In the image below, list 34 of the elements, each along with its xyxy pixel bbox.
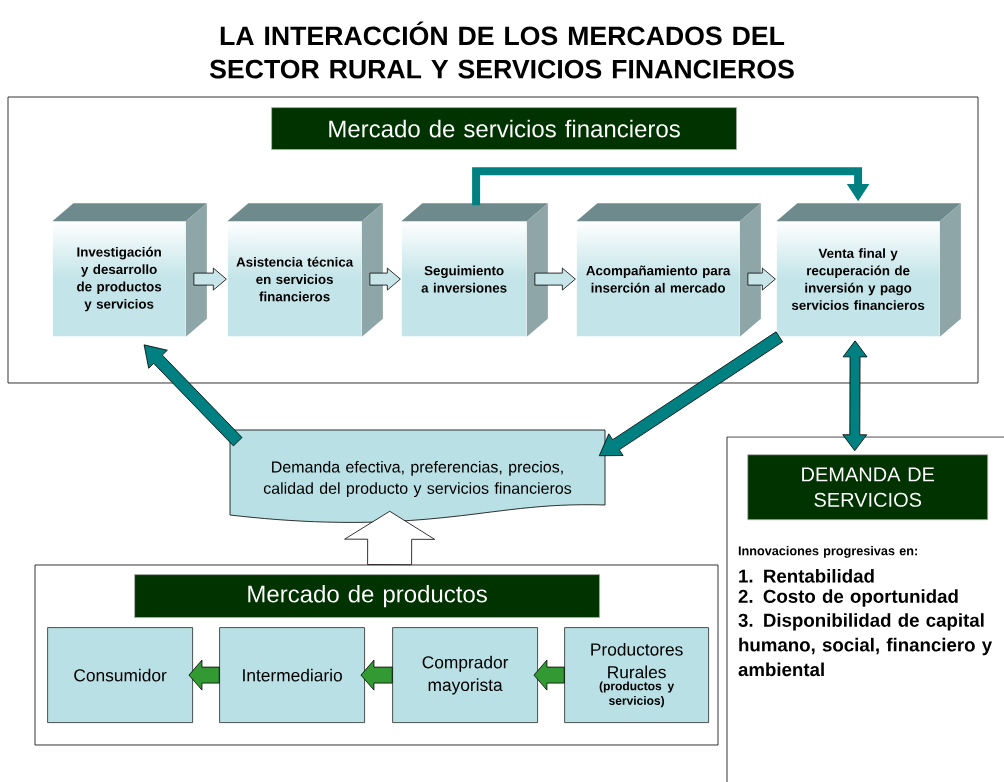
cube: Acompañamiento para inserción al mercado	[576, 203, 761, 337]
diagonal-arrow	[598, 331, 784, 457]
list-item: 2. Costo de oportunidad	[738, 589, 958, 607]
title: LA INTERACCIÓN DE LOS MERCADOS DEL SECTOR RURAL Y SERVICIOS FINANCIEROS	[209, 21, 794, 79]
node-label: Seguimiento a inversiones	[421, 265, 507, 293]
header-band: Mercado de servicios financieros	[271, 107, 737, 150]
block-arrow	[188, 659, 220, 691]
node-label: Venta final y recuperación de inversión y pago servicios financieros	[791, 248, 925, 310]
light-arrow	[747, 267, 776, 291]
header-band: DEMANDA DE SERVICIOS	[747, 454, 989, 521]
list-item: 1. Rentabilidad	[739, 569, 874, 583]
banner: Demanda efectiva, preferencias, precios, calidad del producto y servicios financieros	[229, 429, 606, 523]
block-arrow	[533, 659, 565, 691]
intro-text: Innovaciones progresivas en:	[738, 546, 917, 558]
market-box: Consumidor	[47, 627, 193, 723]
hollow-arrow	[344, 510, 436, 566]
node-label: Asistencia técnica en servicios financieros	[236, 256, 354, 302]
cube: Venta final y recuperación de inversión y pago servicios financieros	[776, 203, 961, 337]
header-band: Mercado de productos	[134, 574, 600, 618]
market-box: Productores Rurales (productos y servicios)	[564, 627, 709, 723]
diagonal-arrow	[143, 344, 243, 447]
market-box: Comprador mayorista	[392, 627, 538, 723]
light-arrow	[369, 267, 401, 291]
cube: Asistencia técnica en servicios financieros	[227, 203, 383, 337]
node-label: Investigación y desarrollo de productos y servicios	[77, 246, 162, 312]
node-label: Acompañamiento para inserción al mercado	[586, 265, 731, 293]
market-box: Intermediario	[219, 627, 365, 723]
block-arrow	[360, 659, 393, 691]
cube: Investigación y desarrollo de productos y servicios	[52, 203, 207, 337]
list-item: 3. Disponibilidad de capital humano, social, financiero y ambiental	[738, 613, 993, 677]
light-arrow	[193, 267, 227, 291]
double-arrow	[842, 340, 868, 452]
cube: Seguimiento a inversiones	[401, 203, 548, 337]
light-arrow	[534, 267, 576, 291]
